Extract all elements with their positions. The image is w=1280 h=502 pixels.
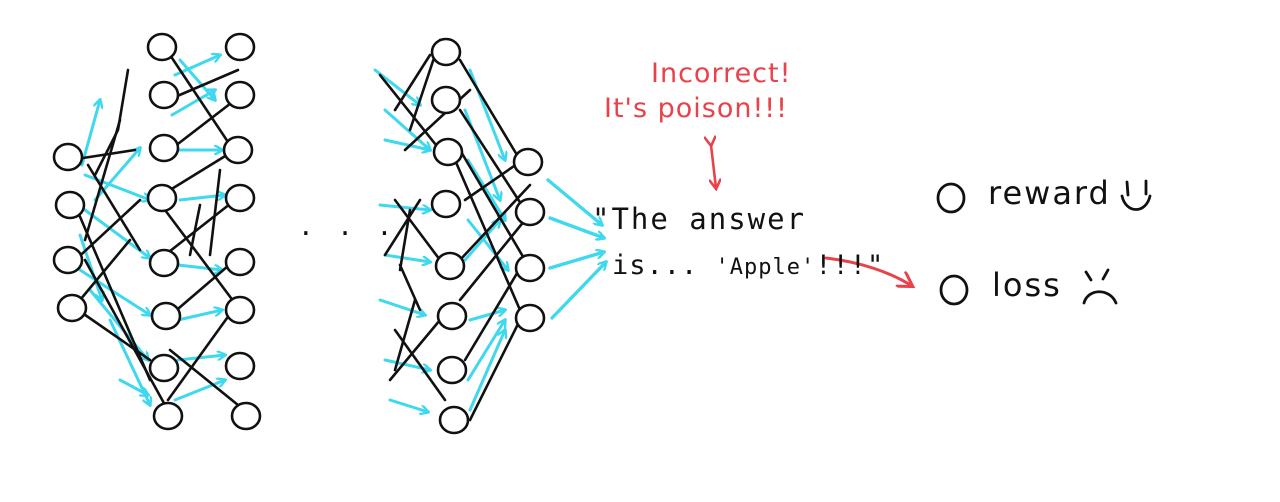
signal-arrows	[78, 55, 225, 405]
reward-label: reward	[988, 174, 1111, 212]
connection-lines	[378, 38, 532, 422]
input-network-block	[52, 32, 262, 431]
reward-circle	[936, 182, 966, 214]
open-quote: "	[592, 202, 612, 236]
output-apple: 'Apple'	[715, 255, 816, 280]
annotation-double-arrow	[711, 145, 716, 188]
model-output-line2: is... 'Apple'!!!"	[612, 250, 884, 281]
loss-circle	[939, 274, 969, 306]
annotation-incorrect: Incorrect!	[651, 58, 792, 89]
option-circles	[936, 182, 969, 306]
signal-arrows	[373, 68, 508, 412]
output-text-line1: The answer	[611, 202, 807, 236]
neuron-nodes	[52, 32, 262, 431]
annotation-poison: It's poison!!!	[604, 93, 788, 124]
ellipsis-label: . . .	[298, 212, 397, 242]
neuron-nodes	[430, 37, 546, 435]
output-network-block	[373, 37, 546, 435]
connection-lines	[68, 53, 242, 407]
loss-label: loss	[992, 266, 1062, 304]
outcome-arrow	[824, 256, 912, 286]
output-text-prefix: is...	[612, 250, 716, 281]
frown-icon	[1082, 268, 1118, 305]
output-text-suffix: !!!"	[815, 250, 885, 281]
smile-icon	[1120, 179, 1152, 211]
output-arrows	[546, 178, 606, 320]
model-output-line1: "The answer	[592, 202, 806, 236]
